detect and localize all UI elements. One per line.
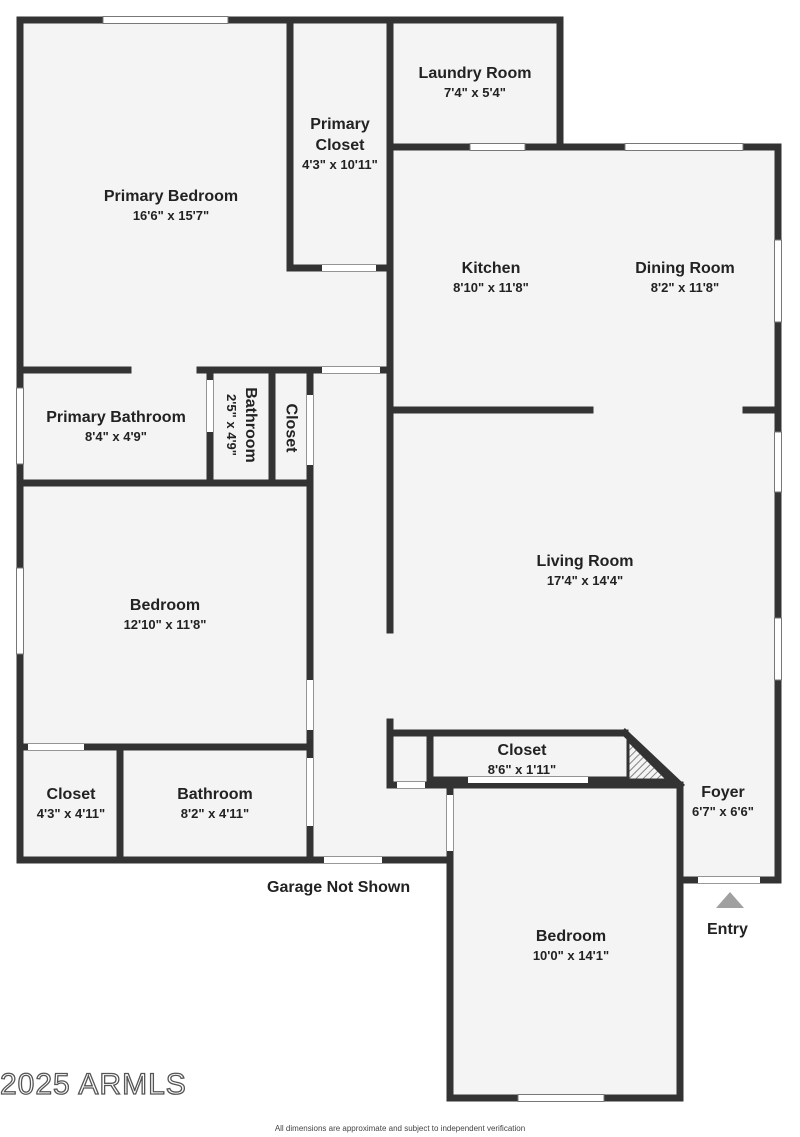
entry-arrow-icon	[716, 892, 744, 908]
room-name: Bedroom	[129, 597, 201, 614]
room-dims: 6'7" x 6'6"	[692, 804, 754, 819]
room-name: Primary Bathroom	[46, 409, 186, 426]
room-name-line1: Primary	[310, 116, 370, 133]
room-name: Closet	[46, 786, 96, 803]
room-dims: 12'10" x 11'8"	[123, 617, 207, 632]
room-kitchen: Kitchen 8'10" x 11'8"	[453, 258, 529, 296]
room-dining-room: Dining Room 8'2" x 11'8"	[635, 258, 735, 296]
room-bathroom-lower: Bathroom 8'2" x 4'11"	[177, 784, 253, 822]
room-closet-hall: Closet	[281, 404, 302, 453]
room-dims: 4'3" x 10'11"	[302, 157, 378, 172]
floor-fill	[20, 20, 778, 1098]
room-name: Bedroom	[535, 928, 607, 945]
room-dims: 8'10" x 11'8"	[453, 280, 529, 295]
room-name-line2: Closet	[315, 137, 365, 154]
entry-label: Entry	[707, 921, 748, 938]
room-dims: 8'2" x 4'11"	[180, 806, 250, 821]
copyright-watermark: 2025 ARMLS	[0, 1067, 187, 1101]
room-name: Kitchen	[461, 260, 521, 277]
room-primary-bathroom: Primary Bathroom 8'4" x 4'9"	[46, 407, 186, 445]
room-name: Bathroom	[242, 387, 259, 463]
water-heater-hatch	[626, 736, 672, 782]
room-dims: 7'4" x 5'4"	[444, 85, 506, 100]
room-dims: 8'2" x 11'8"	[650, 280, 720, 295]
room-primary-closet: Primary Closet 4'3" x 10'11"	[302, 114, 378, 173]
room-dims: 4'3" x 4'11"	[36, 806, 106, 821]
room-laundry-room: Laundry Room 7'4" x 5'4"	[419, 63, 532, 101]
dimension-disclaimer: All dimensions are approximate and subje…	[274, 1124, 526, 1133]
garage-note: Garage Not Shown	[267, 879, 411, 896]
room-name: Laundry Room	[418, 65, 532, 82]
room-primary-bedroom: Primary Bedroom 16'6" x 15'7"	[104, 186, 238, 224]
room-name: Closet	[282, 403, 300, 453]
room-dims: 17'4" x 14'4"	[546, 573, 624, 588]
room-dims: 16'6" x 15'7"	[132, 208, 210, 223]
room-name: Foyer	[701, 784, 745, 801]
room-bathroom-small: Bathroom 2'5" x 4'9"	[223, 387, 261, 463]
room-bedroom-lower: Bedroom 10'0" x 14'1"	[533, 926, 609, 964]
room-name: Primary Bedroom	[103, 188, 239, 205]
room-closet-center: Closet 8'6" x 1'11"	[488, 740, 556, 778]
room-name: Closet	[497, 742, 547, 759]
room-foyer: Foyer 6'7" x 6'6"	[692, 782, 754, 820]
door-openings	[28, 265, 760, 883]
room-dims: 2'5" x 4'9"	[224, 394, 239, 456]
room-closet-lower-left: Closet 4'3" x 4'11"	[37, 784, 105, 822]
room-dims: 8'4" x 4'9"	[85, 429, 147, 444]
room-dims: 8'6" x 1'11"	[487, 762, 557, 777]
room-bedroom-left: Bedroom 12'10" x 11'8"	[124, 595, 207, 633]
room-name: Bathroom	[177, 786, 253, 803]
room-living-room: Living Room 17'4" x 14'4"	[537, 551, 634, 589]
room-dims: 10'0" x 14'1"	[532, 948, 610, 963]
windows	[16, 16, 782, 1102]
room-name: Dining Room	[635, 260, 735, 277]
room-name: Living Room	[536, 553, 634, 570]
